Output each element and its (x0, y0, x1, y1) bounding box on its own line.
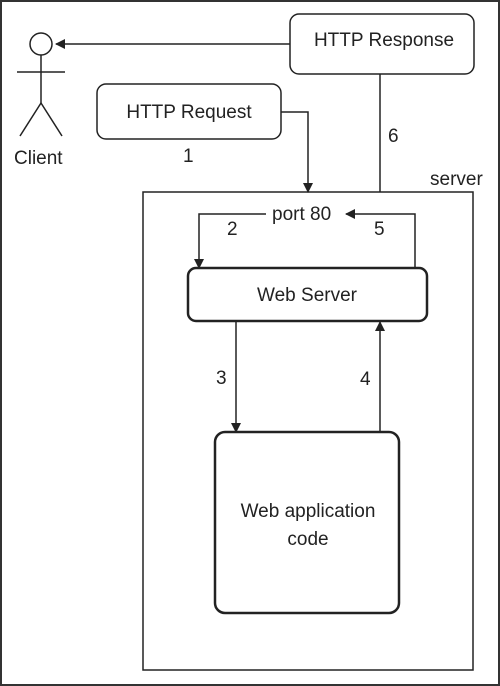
step-1-label: 1 (183, 146, 194, 167)
web-server-label: Web Server (257, 285, 358, 306)
server-label: server (430, 169, 483, 190)
request-to-server-arrow (281, 111, 313, 193)
step-5-label: 5 (374, 219, 385, 240)
step-6-label: 6 (388, 126, 399, 147)
web-app-box (213, 430, 401, 615)
step-3-label: 3 (216, 368, 227, 389)
web-app-label-line1: Web application (241, 501, 376, 522)
port-80-label: port 80 (272, 204, 331, 225)
client-label: Client (14, 148, 63, 169)
http-response-label: HTTP Response (314, 30, 454, 51)
client-stick-figure-icon (17, 32, 65, 137)
web-app-label-line2: code (287, 529, 328, 550)
step-2-label: 2 (227, 219, 238, 240)
http-request-label: HTTP Request (126, 102, 252, 123)
step-4-label: 4 (360, 369, 371, 390)
web-server-box (186, 266, 429, 323)
port-to-webserver-arrow (194, 213, 266, 269)
webserver-to-port-arrow (345, 209, 416, 268)
